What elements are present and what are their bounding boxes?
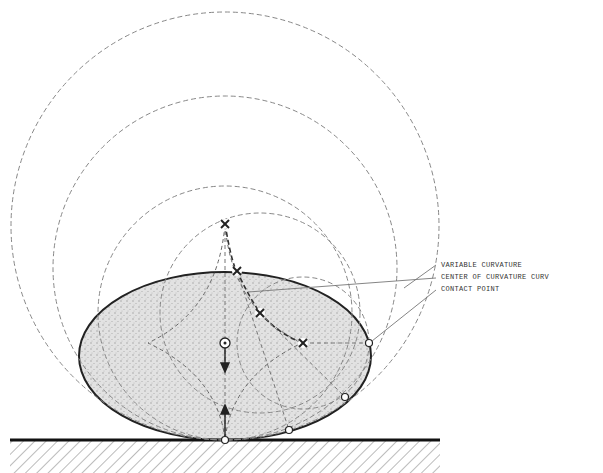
callout-label: CONTACT POINT — [440, 285, 501, 294]
curvature-circles — [11, 12, 439, 440]
center-dot — [224, 342, 227, 345]
callout-label: VARIABLE CURVATURE — [440, 261, 523, 270]
leader-lines — [248, 265, 436, 341]
center-marker — [220, 338, 230, 348]
evolute-highlight — [225, 224, 303, 343]
ground-hatching — [10, 441, 440, 473]
callout-label: CENTER OF CURVATURE CURV — [440, 273, 550, 282]
force-arrows — [221, 348, 229, 436]
curvature-centers — [220, 219, 308, 348]
radius-lines — [225, 224, 369, 440]
evolute-curve — [148, 224, 302, 440]
contact-points — [222, 340, 373, 444]
